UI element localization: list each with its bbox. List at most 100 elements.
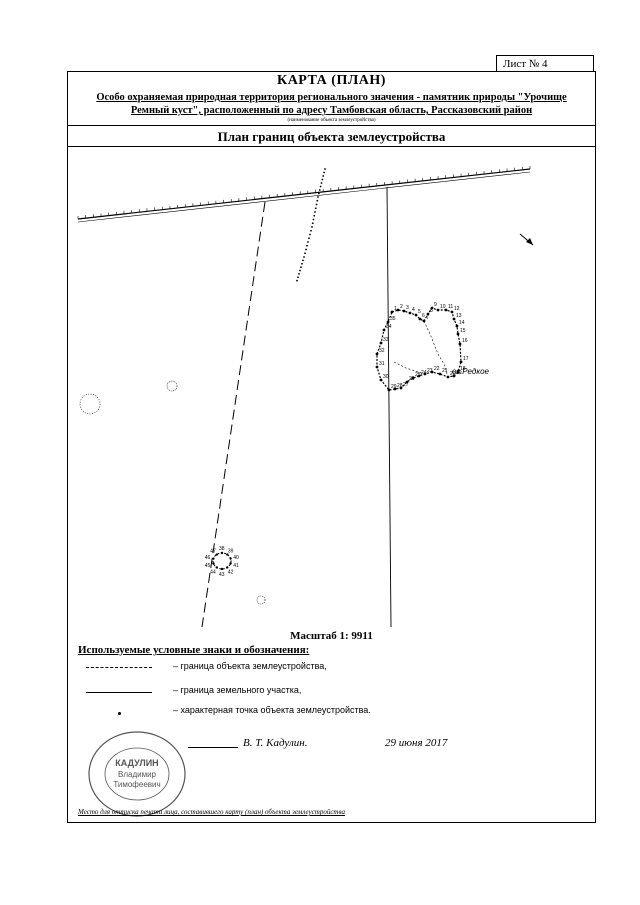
boundary-point bbox=[402, 309, 406, 313]
track-dot bbox=[307, 241, 309, 243]
track-dot bbox=[304, 252, 306, 255]
track-dot bbox=[324, 168, 326, 170]
signature-date: 29 июня 2017 bbox=[385, 737, 448, 749]
boundary-point bbox=[426, 312, 430, 316]
boundary-point bbox=[212, 557, 215, 560]
point-label: 29 bbox=[391, 384, 397, 390]
point-label: 43 bbox=[219, 572, 225, 578]
boundary-point bbox=[220, 567, 224, 571]
boundary-point bbox=[215, 566, 218, 569]
track-dot bbox=[298, 272, 300, 275]
signature-line bbox=[188, 747, 238, 748]
boundary-point bbox=[405, 380, 409, 384]
dotted-track bbox=[296, 168, 326, 282]
point-label: 16 bbox=[462, 338, 468, 344]
point-label: 15 bbox=[460, 328, 466, 334]
point-label: 3 bbox=[406, 305, 409, 311]
boundary-point bbox=[386, 320, 390, 324]
stamp-place-label: Место для оттиска печати лица, составивш… bbox=[78, 808, 345, 816]
signer-name: В. Т. Кадулин. bbox=[243, 737, 308, 749]
point-label: 2 bbox=[400, 304, 403, 310]
boundary-point bbox=[226, 553, 229, 556]
inner-line-2 bbox=[393, 361, 426, 375]
track-dot bbox=[300, 266, 302, 269]
boundary-point bbox=[422, 319, 426, 323]
boundary-point bbox=[450, 310, 454, 314]
track-dot bbox=[311, 222, 314, 225]
legend-label-object-boundary: – граница объекта землеустройства, bbox=[173, 661, 327, 671]
point-label: 7 bbox=[426, 315, 429, 321]
track-dot bbox=[310, 229, 312, 232]
track-dot bbox=[313, 214, 316, 217]
boundary-point bbox=[452, 374, 456, 378]
point-label: 31 bbox=[379, 361, 385, 367]
track-dot bbox=[322, 175, 325, 177]
boundary-point bbox=[379, 341, 383, 345]
boundary-point bbox=[418, 317, 422, 321]
track-dot bbox=[301, 262, 303, 265]
object-boundary-dashed bbox=[201, 201, 266, 628]
land-plot-boundary bbox=[386, 186, 392, 628]
boundary-point bbox=[396, 308, 400, 312]
boundary-point bbox=[375, 352, 379, 356]
track-dot bbox=[320, 182, 323, 184]
svg-text:Тимофеевич: Тимофеевич bbox=[113, 780, 160, 789]
legend-dashed-line bbox=[86, 667, 152, 668]
track-dot bbox=[315, 203, 318, 206]
point-label: 8 bbox=[430, 308, 433, 314]
object-name-caption: (наименование объекта землеустройства) bbox=[287, 118, 376, 123]
track-dot bbox=[314, 211, 316, 213]
boundary-point bbox=[458, 342, 462, 346]
main-plot-polygon bbox=[376, 307, 462, 391]
boundary-point bbox=[393, 387, 397, 391]
track-dot bbox=[309, 233, 311, 236]
point-label: 20 bbox=[450, 371, 456, 377]
boundary-point bbox=[399, 386, 403, 390]
document-frame: КАРТА (ПЛАН) Особо охраняемая природная … bbox=[67, 71, 596, 823]
map-scale: Масштаб 1: 9911 bbox=[290, 630, 373, 642]
boundary-point bbox=[438, 372, 442, 376]
track-dot bbox=[305, 248, 307, 251]
track-dot bbox=[311, 226, 313, 228]
sheet-number: Лист № 4 bbox=[496, 55, 594, 72]
point-label: 14 bbox=[459, 320, 465, 326]
point-label: 18 bbox=[460, 366, 466, 372]
stamp-seal: КАДУЛИН Владимир Тимофеевич bbox=[88, 731, 186, 817]
legend-label-plot-boundary: – граница земельного участка, bbox=[173, 685, 302, 695]
point-label: 21 bbox=[442, 368, 448, 374]
boundary-point bbox=[423, 372, 427, 376]
point-label: 41 bbox=[233, 563, 239, 569]
object-name-line2: Ремный куст", расположенный по адресу Та… bbox=[130, 105, 533, 116]
boundary-point bbox=[444, 308, 448, 312]
point-label: 13 bbox=[456, 313, 462, 319]
plan-title: План границ объекта землеустройства bbox=[217, 129, 446, 144]
svg-text:КАДУЛИН: КАДУЛИН bbox=[115, 758, 158, 768]
boundary-point bbox=[459, 360, 463, 364]
point-label: 33 bbox=[383, 337, 389, 343]
boundary-point bbox=[414, 313, 418, 317]
boundary-point bbox=[408, 311, 412, 315]
track-dot bbox=[323, 171, 326, 174]
boundary-point bbox=[452, 317, 456, 321]
object-name-line1: Особо охраняемая природная территория ре… bbox=[96, 92, 567, 103]
boundary-point bbox=[456, 370, 460, 374]
boundary-point bbox=[229, 557, 232, 560]
track-dot bbox=[318, 189, 321, 191]
point-label: 44 bbox=[210, 570, 216, 576]
boundary-point bbox=[455, 324, 459, 328]
point-label: 6 bbox=[422, 313, 425, 319]
map-top-divider bbox=[68, 146, 595, 147]
point-label: 26 bbox=[409, 376, 415, 382]
boundary-point bbox=[212, 562, 215, 565]
point-label: 38 bbox=[219, 546, 225, 552]
track-dot bbox=[306, 244, 308, 247]
track-dot bbox=[312, 218, 315, 221]
boundary-point bbox=[436, 308, 440, 312]
point-label: 39 bbox=[228, 548, 234, 554]
track-dot bbox=[299, 269, 301, 272]
boundary-point bbox=[226, 566, 229, 569]
track-dot bbox=[297, 276, 299, 279]
point-label: 32 bbox=[379, 348, 385, 354]
road-line bbox=[77, 166, 531, 223]
